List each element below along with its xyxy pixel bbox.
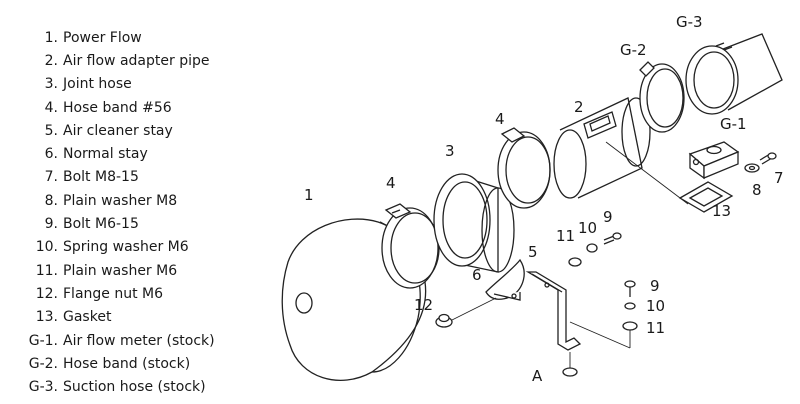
stock-air-flow-meter xyxy=(688,141,740,180)
legend-item: 8. Plain washer M8 xyxy=(14,189,215,212)
stock-hose-band xyxy=(639,61,685,133)
legend-label: Suction hose (stock) xyxy=(63,379,206,396)
legend-number: 3. xyxy=(44,76,58,93)
legend-number: 13. xyxy=(35,309,58,326)
legend-label: Air flow adapter pipe xyxy=(63,52,210,69)
legend-item: 13. Gasket xyxy=(14,306,215,329)
legend-item: 4. Hose band #56 xyxy=(14,96,215,119)
legend-item: G-3. Suction hose (stock) xyxy=(14,375,215,398)
legend-number: G-2. xyxy=(28,355,58,372)
callout-a: A xyxy=(532,367,543,385)
legend-label: Plain washer M8 xyxy=(63,192,178,209)
callout-12: 12 xyxy=(414,296,433,314)
callout-9-upper: 9 xyxy=(603,208,613,226)
parts-legend: 1. Power Flow 2. Air flow adapter pipe 3. Joi… xyxy=(14,26,215,399)
legend-item: 3. Joint hose xyxy=(14,73,215,96)
callout-9-lower: 9 xyxy=(650,277,660,295)
upper-bolt-group xyxy=(568,232,622,267)
callout-1: 1 xyxy=(304,186,314,204)
legend-number: 2. xyxy=(44,52,58,69)
legend-label: Joint hose xyxy=(63,76,132,93)
legend-number: G-1. xyxy=(28,332,58,349)
legend-item: 10. Spring washer M6 xyxy=(14,236,215,259)
callout-11-upper: 11 xyxy=(556,227,575,245)
legend-label: Plain washer M6 xyxy=(63,262,178,279)
legend-label: Normal stay xyxy=(63,146,148,163)
mount-point-a xyxy=(562,352,578,377)
normal-stay xyxy=(485,258,525,301)
callout-g1: G-1 xyxy=(720,115,747,133)
legend-number: 12. xyxy=(35,285,58,302)
legend-item: G-1. Air flow meter (stock) xyxy=(14,329,215,352)
legend-item: 7. Bolt M8-15 xyxy=(14,166,215,189)
legend-item: 12. Flange nut M6 xyxy=(14,282,215,305)
callout-4-right: 4 xyxy=(495,110,505,128)
callout-13: 13 xyxy=(712,202,731,220)
legend-label: Gasket xyxy=(63,309,112,326)
callout-g2: G-2 xyxy=(620,41,647,59)
stock-suction-hose xyxy=(685,33,783,115)
legend-label: Air flow meter (stock) xyxy=(63,332,215,349)
callout-g3: G-3 xyxy=(676,13,703,31)
hose-band-right xyxy=(497,127,551,209)
lower-bolt-group xyxy=(622,280,638,331)
legend-number: 10. xyxy=(35,239,58,256)
legend-item: 9. Bolt M6-15 xyxy=(14,212,215,235)
legend-number: 8. xyxy=(44,192,58,209)
legend-number: 11. xyxy=(35,262,58,279)
legend-label: Spring washer M6 xyxy=(63,239,189,256)
legend-number: G-3. xyxy=(28,379,58,396)
gasket xyxy=(678,181,734,213)
legend-item: 2. Air flow adapter pipe xyxy=(14,49,215,72)
hose-band-left xyxy=(381,203,440,289)
legend-number: 7. xyxy=(44,169,58,186)
callout-6: 6 xyxy=(472,266,482,284)
callout-7: 7 xyxy=(774,169,784,187)
legend-label: Power Flow xyxy=(63,29,142,46)
callout-8: 8 xyxy=(752,181,762,199)
legend-item: 1. Power Flow xyxy=(14,26,215,49)
air-cleaner-stay xyxy=(525,271,582,351)
legend-label: Flange nut M6 xyxy=(63,285,164,302)
callout-4-left: 4 xyxy=(386,174,396,192)
callout-5: 5 xyxy=(528,243,538,261)
leader-lines xyxy=(451,297,631,349)
legend-item: G-2. Hose band (stock) xyxy=(14,352,215,375)
air-flow-adapter-pipe xyxy=(553,97,689,205)
legend-item: 6. Normal stay xyxy=(14,142,215,165)
callout-11-lower: 11 xyxy=(646,319,665,337)
legend-label: Hose band #56 xyxy=(63,99,172,116)
callout-2: 2 xyxy=(574,98,584,116)
callout-3: 3 xyxy=(445,142,455,160)
legend-label: Air cleaner stay xyxy=(63,122,173,139)
callout-10-lower: 10 xyxy=(646,297,665,315)
joint-hose xyxy=(433,173,515,273)
callout-10-upper: 10 xyxy=(578,219,597,237)
legend-item: 5. Air cleaner stay xyxy=(14,119,215,142)
bolt-m8-and-washer xyxy=(744,152,777,173)
legend-number: 9. xyxy=(44,216,58,233)
legend-number: 5. xyxy=(44,122,58,139)
legend-number: 4. xyxy=(44,99,58,116)
legend-label: Bolt M8-15 xyxy=(63,169,139,186)
legend-label: Hose band (stock) xyxy=(63,355,191,372)
legend-number: 1. xyxy=(44,29,58,46)
flange-nut xyxy=(435,313,453,328)
legend-label: Bolt M6-15 xyxy=(63,216,139,233)
legend-item: 11. Plain washer M6 xyxy=(14,259,215,282)
legend-number: 6. xyxy=(44,146,58,163)
